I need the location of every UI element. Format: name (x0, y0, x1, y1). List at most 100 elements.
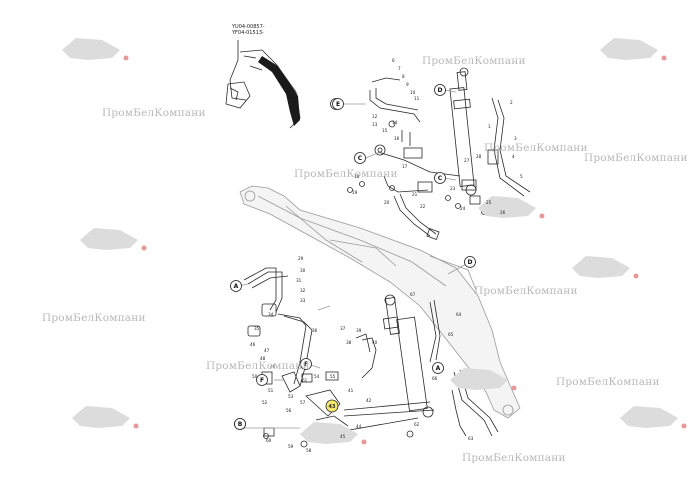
logo-watermark (300, 422, 367, 445)
watermark-text: ПромБелКомпани (584, 152, 688, 164)
part-number-label: 6 (392, 58, 395, 63)
logo-watermark (620, 406, 687, 429)
part-number-label: 44 (356, 424, 362, 429)
part-number-label: 39 (356, 328, 362, 333)
callout-letter: A (234, 283, 239, 290)
part-number-label: 18 (354, 174, 360, 179)
part-number-label: 33 (300, 298, 306, 303)
highlight-callout: 43 (325, 399, 339, 413)
callout-letter: D (438, 87, 443, 94)
part-number-label: 26 (500, 210, 506, 215)
boom-outline (239, 185, 521, 419)
part-number-label: 15 (382, 128, 388, 133)
logo-watermark (478, 196, 545, 219)
part-number-label: 36 (312, 328, 318, 333)
part-number-label: 17 (402, 164, 408, 169)
part-number-label: 16 (394, 136, 400, 141)
upper-hose-group (347, 77, 531, 240)
watermark-text: ПромБелКомпани (206, 360, 310, 372)
part-number-label: 1 (488, 124, 491, 129)
part-number-label: 21 (412, 192, 418, 197)
part-number-label: 42 (366, 398, 372, 403)
callout-e: E (332, 98, 344, 110)
part-number-label: 48 (260, 356, 266, 361)
part-number-label: 9 (406, 82, 409, 87)
part-number-label: 38 (346, 340, 352, 345)
part-number-label: 53 (288, 394, 294, 399)
part-number-label: 66 (432, 376, 438, 381)
part-number-label: 24 (460, 206, 466, 211)
excavator-thumbnail (225, 40, 301, 129)
callout-letter: B (238, 421, 243, 428)
part-number-label: 41 (348, 388, 354, 393)
part-number-label: 14 (392, 120, 398, 125)
part-number-label: 28 (476, 154, 482, 159)
part-number-label: 51 (268, 388, 274, 393)
logo-watermarks (62, 38, 687, 445)
part-number-label: 47 (264, 348, 270, 353)
part-number-label: 52 (262, 400, 268, 405)
part-number-label: 4 (512, 154, 515, 159)
part-number-label: 55 (330, 374, 336, 379)
watermark-text: ПромБелКомпани (422, 55, 526, 67)
logo-watermark (572, 256, 639, 279)
lower-cylinder (382, 294, 434, 418)
part-number-label: 59 (288, 444, 294, 449)
part-number-label: 63 (468, 436, 474, 441)
serial-range-label: YU04-00857- YF04-01513- (232, 24, 265, 36)
part-number-label: 22 (420, 204, 426, 209)
watermark-text: ПромБелКомпани (474, 285, 578, 297)
part-number-label: 61 (302, 378, 308, 383)
watermark-text: ПромБелКомпани (294, 168, 398, 180)
callout-d: D (464, 256, 476, 268)
callout-b: B (234, 418, 246, 430)
watermark-text: ПромБелКомпани (42, 312, 146, 324)
part-number-label: 13 (372, 122, 378, 127)
part-number-label: 31 (296, 278, 302, 283)
part-number-label: 45 (340, 434, 346, 439)
part-number-label: 23 (450, 186, 456, 191)
part-number-label: 49 (270, 364, 276, 369)
part-number-label: 20 (384, 200, 390, 205)
watermark-text: ПромБелКомпани (484, 142, 588, 154)
callout-a: A (230, 280, 242, 292)
part-number-label: 12 (372, 114, 378, 119)
upper-cylinder (449, 67, 477, 196)
logo-watermark (72, 406, 139, 429)
watermark-text: ПромБелКомпани (102, 107, 206, 119)
part-number-label: 34 (268, 312, 274, 317)
part-number-label: 60 (266, 438, 272, 443)
logo-watermark (450, 368, 517, 391)
part-number-label: 8 (402, 74, 405, 79)
part-number-label: 58 (306, 448, 312, 453)
watermark-text: ПромБелКомпани (556, 376, 660, 388)
svg-text:43: 43 (329, 404, 336, 410)
serial-line-2: YF04-01513- (232, 30, 264, 36)
part-number-label: 40 (372, 340, 378, 345)
part-number-label: 30 (300, 268, 306, 273)
part-number-label: 62 (414, 422, 420, 427)
part-number-label: 25 (486, 200, 492, 205)
callout-c: C (354, 152, 366, 164)
callout-d: D (434, 84, 446, 96)
logo-watermark (80, 228, 147, 251)
callout-c: C (434, 172, 446, 184)
part-number-label: 7 (398, 66, 401, 71)
part-number-label: 3 (514, 136, 517, 141)
part-number-label: 46 (250, 342, 256, 347)
part-number-label: 29 (298, 256, 304, 261)
serial-line-1: YU04-00857- (232, 24, 265, 30)
part-number-label: 64 (456, 312, 462, 317)
callout-letter: D (468, 259, 473, 266)
logo-watermark (62, 38, 129, 61)
callout-letter: F (260, 377, 264, 384)
callout-letter: F (304, 361, 308, 368)
callout-letter: A (436, 365, 441, 372)
part-number-label: 56 (286, 408, 292, 413)
part-number-label: 10 (410, 90, 416, 95)
callout-letter: E (336, 101, 340, 108)
part-number-label: 32 (300, 288, 306, 293)
